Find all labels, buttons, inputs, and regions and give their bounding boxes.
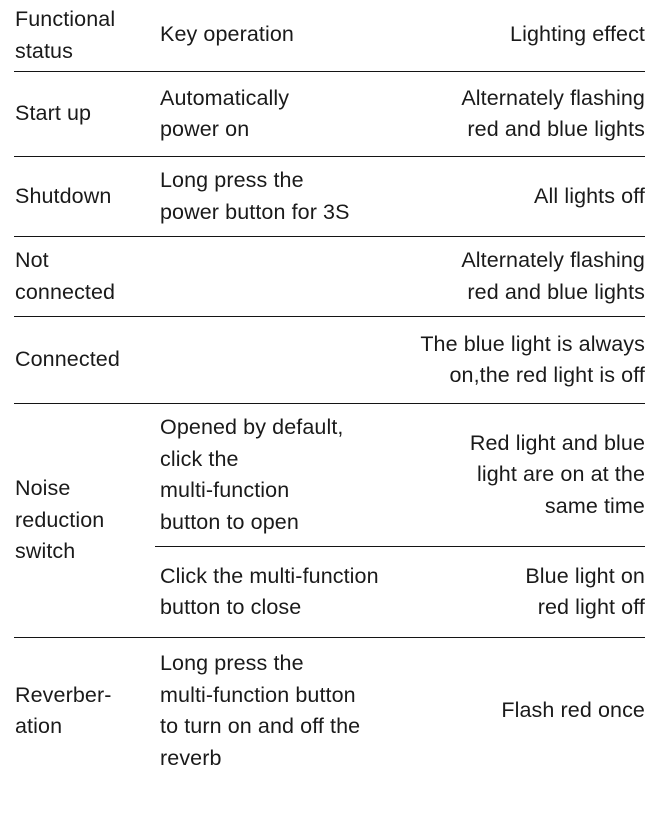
lighting-effect-text: Alternately flashing red and blue lights <box>461 248 645 304</box>
cell-key-operation <box>155 317 403 403</box>
cell-lighting-effect: Alternately flashing red and blue lights <box>403 237 645 316</box>
functional-status-label: Reverber- ation <box>15 682 112 739</box>
table-row: Connected The blue light is always on,th… <box>14 316 645 403</box>
lighting-effect-text: Alternately flashing red and blue lights <box>461 85 645 142</box>
table-row: Not connected Alternately flashing red a… <box>14 236 645 316</box>
entry-group: Long press the power button for 3S All l… <box>155 157 645 236</box>
cell-key-operation: Automatically power on <box>155 72 403 156</box>
table-row: Shutdown Long press the power button for… <box>14 156 645 236</box>
table-row: Reverber- ation Long press the multi-fun… <box>14 637 645 784</box>
key-operation-text: Long press the multi-function button to … <box>160 651 361 770</box>
lighting-effect-text: Flash red once <box>501 698 645 723</box>
header-subrow: Key operation Lighting effect <box>155 0 645 69</box>
header-entry-group: Key operation Lighting effect <box>155 0 645 71</box>
cell-lighting-effect: All lights off <box>403 157 645 236</box>
cell-key-operation: Click the multi-function button to close <box>155 547 403 637</box>
entry-group: The blue light is always on,the red ligh… <box>155 317 645 403</box>
header-cell-functional-status: Functional status <box>14 0 155 71</box>
entry-subrow: Long press the power button for 3S All l… <box>155 157 645 236</box>
table-row: Noise reduction switch Opened by default… <box>14 403 645 637</box>
functional-status-label: Noise reduction switch <box>15 476 105 564</box>
key-operation-text: Long press the power button for 3S <box>160 168 350 224</box>
cell-functional-status: Noise reduction switch <box>14 404 155 637</box>
lighting-effect-text: The blue light is always on,the red ligh… <box>420 331 645 388</box>
entry-group: Alternately flashing red and blue lights <box>155 237 645 316</box>
key-operation-text: Opened by default, click the multi-funct… <box>160 415 344 534</box>
cell-lighting-effect: Blue light on red light off <box>403 547 645 637</box>
entry-subrow: Automatically power on Alternately flash… <box>155 72 645 156</box>
entry-group: Automatically power on Alternately flash… <box>155 72 645 156</box>
cell-functional-status: Shutdown <box>14 157 155 236</box>
cell-functional-status: Start up <box>14 72 155 156</box>
cell-lighting-effect: Flash red once <box>403 638 645 784</box>
cell-key-operation: Long press the multi-function button to … <box>155 638 403 784</box>
header-label-lighting-effect: Lighting effect <box>510 21 645 46</box>
entry-group: Opened by default, click the multi-funct… <box>155 404 645 637</box>
cell-functional-status: Reverber- ation <box>14 638 155 784</box>
entry-group: Long press the multi-function button to … <box>155 638 645 784</box>
entry-subrow: Long press the multi-function button to … <box>155 638 645 784</box>
entry-subrow: The blue light is always on,the red ligh… <box>155 317 645 403</box>
cell-key-operation: Opened by default, click the multi-funct… <box>155 404 403 546</box>
lighting-effect-text: Red light and blue light are on at the s… <box>469 430 645 518</box>
cell-key-operation: Long press the power button for 3S <box>155 157 403 236</box>
table-header-row: Functional status Key operation Lighting… <box>14 0 645 71</box>
header-cell-lighting-effect: Lighting effect <box>403 0 645 69</box>
functional-status-label: Connected <box>15 347 120 372</box>
header-label-key-operation: Key operation <box>160 21 294 46</box>
key-operation-text: Automatically power on <box>160 85 290 142</box>
functional-status-label: Shutdown <box>15 183 112 208</box>
lighting-effect-text: Blue light on red light off <box>525 563 645 620</box>
cell-lighting-effect: Red light and blue light are on at the s… <box>403 404 645 546</box>
functional-status-label: Not connected <box>15 248 116 304</box>
cell-functional-status: Not connected <box>14 237 155 316</box>
lighting-effect-text: All lights off <box>534 183 645 208</box>
cell-lighting-effect: The blue light is always on,the red ligh… <box>403 317 645 403</box>
header-cell-key-operation: Key operation <box>155 0 403 69</box>
functional-status-table: Functional status Key operation Lighting… <box>14 0 645 784</box>
entry-subrow: Opened by default, click the multi-funct… <box>155 404 645 546</box>
cell-lighting-effect: Alternately flashing red and blue lights <box>403 72 645 156</box>
header-label-functional-status: Functional status <box>15 7 116 63</box>
key-operation-text: Click the multi-function button to close <box>160 563 379 620</box>
entry-subrow: Click the multi-function button to close… <box>155 546 645 637</box>
entry-subrow: Alternately flashing red and blue lights <box>155 237 645 316</box>
cell-functional-status: Connected <box>14 317 155 403</box>
cell-key-operation <box>155 237 403 316</box>
functional-status-label: Start up <box>15 101 92 126</box>
table-row: Start up Automatically power on Alternat… <box>14 71 645 156</box>
